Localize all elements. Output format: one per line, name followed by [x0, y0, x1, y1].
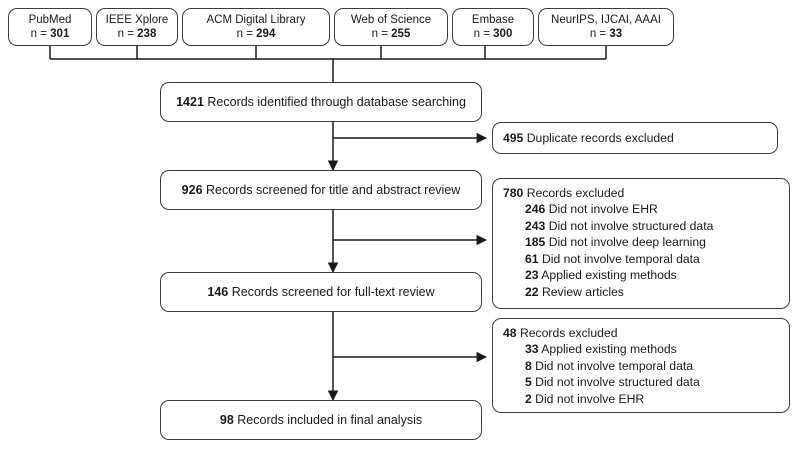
- source-count: n = 301: [30, 28, 70, 40]
- exclusion-heading: 780 Records excluded: [503, 186, 625, 200]
- source-count: n = 238: [117, 28, 157, 40]
- flow-box-text: 926 Records screened for title and abstr…: [181, 183, 461, 197]
- flow-box-text: 98 Records included in final analysis: [219, 413, 423, 427]
- flow-box-text: 146 Records screened for full-text revie…: [207, 285, 435, 299]
- source-name: IEEE Xplore: [105, 14, 169, 26]
- flow-box-screened-title-abstract: 926 Records screened for title and abstr…: [160, 170, 482, 210]
- source-box-embase: Embase n = 300: [452, 8, 534, 46]
- flow-box-screened-full-text: 146 Records screened for full-text revie…: [160, 272, 482, 312]
- source-count: n = 300: [473, 28, 513, 40]
- exclusion-heading: 495 Duplicate records excluded: [503, 131, 674, 145]
- source-name: Embase: [471, 14, 515, 26]
- exclusion-box-duplicates: 495 Duplicate records excluded: [492, 122, 778, 154]
- source-box-acm-digital-library: ACM Digital Library n = 294: [182, 8, 330, 46]
- exclusion-reason: 2 Did not involve EHR: [525, 391, 645, 406]
- source-count: n = 294: [236, 28, 276, 40]
- source-box-web-of-science: Web of Science n = 255: [334, 8, 448, 46]
- source-name: ACM Digital Library: [206, 14, 306, 26]
- exclusion-reason: 8 Did not involve temporal data: [525, 358, 694, 373]
- source-box-conferences: NeurIPS, IJCAI, AAAI n = 33: [538, 8, 674, 46]
- exclusion-box-full-text: 48 Records excluded 33 Applied existing …: [492, 318, 790, 413]
- source-box-ieee-xplore: IEEE Xplore n = 238: [96, 8, 178, 46]
- source-count: n = 33: [589, 28, 623, 40]
- flow-box-identified: 1421 Records identified through database…: [160, 82, 482, 122]
- source-box-pubmed: PubMed n = 301: [8, 8, 92, 46]
- exclusion-heading: 48 Records excluded: [503, 326, 618, 340]
- exclusion-reason: 23 Applied existing methods: [525, 268, 677, 282]
- exclusion-reason: 243 Did not involve structured data: [525, 218, 714, 233]
- exclusion-box-title-abstract: 780 Records excluded 246 Did not involve…: [492, 178, 790, 309]
- exclusion-reason: 246 Did not involve EHR: [525, 202, 658, 216]
- exclusion-reason: 33 Applied existing methods: [525, 342, 677, 356]
- exclusion-reason: 61 Did not involve temporal data: [525, 251, 700, 266]
- exclusion-reason: 22 Review articles: [525, 284, 624, 299]
- source-name: Web of Science: [350, 14, 432, 26]
- flow-box-included-final: 98 Records included in final analysis: [160, 400, 482, 440]
- source-name: PubMed: [28, 14, 72, 26]
- source-name: NeurIPS, IJCAI, AAAI: [551, 14, 661, 26]
- exclusion-reason: 5 Did not involve structured data: [525, 375, 700, 389]
- exclusion-reason: 185 Did not involve deep learning: [525, 235, 706, 249]
- flow-box-text: 1421 Records identified through database…: [176, 95, 466, 109]
- source-count: n = 255: [371, 28, 411, 40]
